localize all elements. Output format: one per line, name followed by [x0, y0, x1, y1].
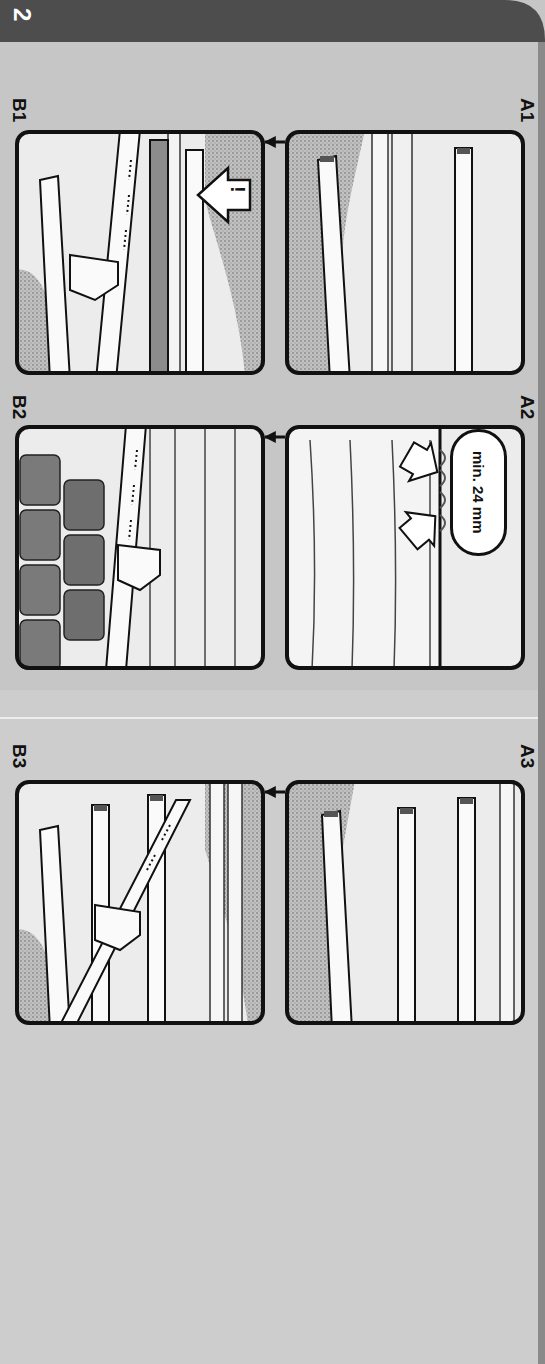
scene-a3: [285, 780, 525, 1025]
scene-a2: [285, 425, 525, 670]
header-band: [0, 0, 545, 42]
fence-top: [439, 425, 442, 670]
post-top: [457, 148, 470, 154]
ground: [205, 130, 265, 375]
panel-label: B3: [9, 744, 29, 768]
post-top: [400, 808, 413, 814]
step-panel: B3: [15, 780, 265, 1025]
highlighted-post: [150, 140, 168, 375]
post: [398, 808, 415, 1025]
post-top: [324, 811, 338, 817]
panel-label: A1: [517, 98, 537, 122]
stacked-block: [20, 620, 60, 670]
panel-label: A2: [517, 395, 537, 419]
attention-arrow: [198, 168, 250, 222]
post: [186, 150, 203, 375]
post: [455, 148, 472, 375]
edge-strip: [538, 42, 545, 1364]
step-arrow: [265, 141, 285, 144]
board-ends: [440, 450, 445, 531]
stacked-block: [64, 480, 104, 530]
stacked-block: [20, 455, 60, 505]
post: [458, 798, 475, 1025]
step-panel: A2min. 24 mm: [285, 425, 525, 670]
rail: [168, 130, 180, 375]
post: [322, 811, 352, 1025]
rail: [392, 130, 412, 375]
panel-label: A3: [517, 744, 537, 768]
step-panel: A3: [285, 780, 525, 1025]
post-top: [320, 156, 334, 162]
dimension-text: min. 24 mm: [470, 451, 487, 534]
rail: [210, 780, 224, 1025]
attention-mark: !: [228, 186, 248, 193]
bracket: [70, 255, 118, 300]
step-panel: B2: [15, 425, 265, 670]
brace-strip: [60, 800, 190, 1025]
post-top: [94, 805, 107, 811]
board-lines: [150, 425, 235, 670]
pointer-arrow: [394, 499, 449, 555]
stacked-block: [20, 510, 60, 560]
dimension-badge: min. 24 mm: [450, 429, 507, 556]
panel-label: B2: [9, 395, 29, 419]
stacked-block: [20, 565, 60, 615]
strip-holes: [129, 450, 137, 540]
bracket: [95, 905, 140, 950]
rail: [228, 780, 242, 1025]
lower-band: [0, 690, 545, 1364]
panel-label: B1: [9, 98, 29, 122]
post: [40, 176, 70, 375]
strip-holes: [124, 160, 131, 250]
scene-b1: [15, 130, 265, 375]
panel-fill: [285, 425, 525, 670]
scene-b2: [15, 425, 265, 670]
bracket: [118, 545, 160, 590]
panel-fill: [15, 425, 265, 670]
stacked-block: [64, 590, 104, 640]
rail: [500, 780, 514, 1025]
post: [40, 826, 70, 1025]
pointer-arrow: [396, 435, 448, 491]
step-arrow: [265, 436, 285, 439]
step-panel: B1: [15, 130, 265, 375]
step-arrow: [265, 791, 285, 794]
rail: [372, 130, 388, 375]
step-number: 2: [10, 8, 34, 21]
ground: [205, 780, 265, 1025]
post-top: [150, 795, 163, 801]
divider-line: [0, 717, 545, 719]
step-panel: A1: [285, 130, 525, 375]
post-top: [460, 798, 473, 804]
strip-holes: [147, 825, 170, 870]
brace-strip: [96, 130, 140, 375]
post: [318, 156, 350, 375]
stacked-block: [64, 535, 104, 585]
scene-a1: [285, 130, 525, 375]
scene-b3: [15, 780, 265, 1025]
